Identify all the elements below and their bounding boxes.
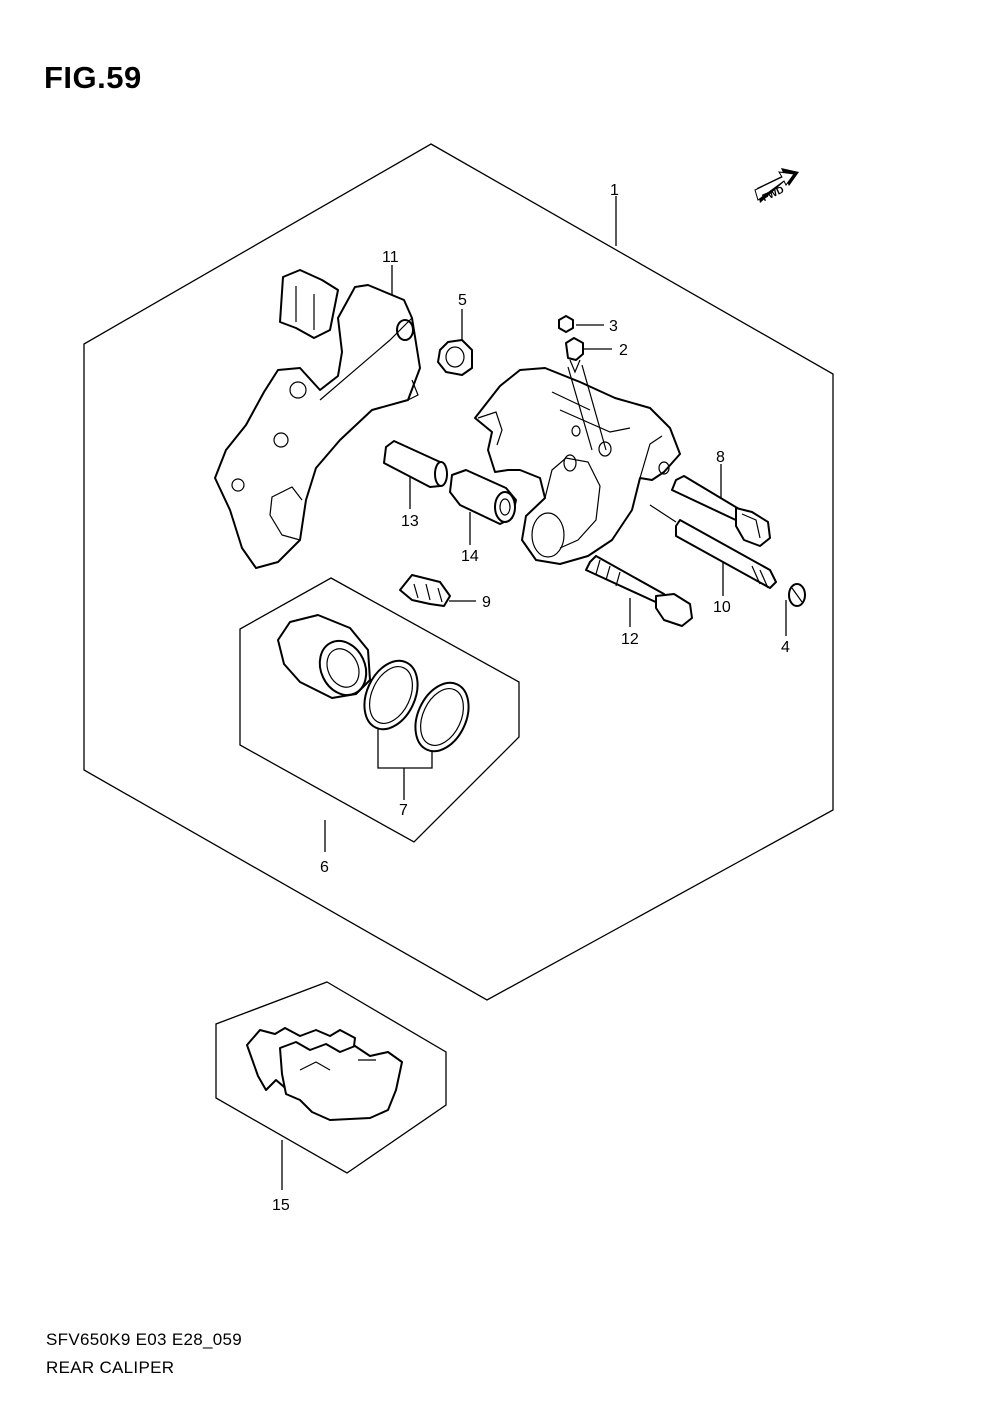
bleeder-valve bbox=[565, 337, 584, 374]
leader-lines bbox=[281, 196, 787, 1190]
brake-pads bbox=[246, 1027, 403, 1121]
pad-mounting-pin bbox=[649, 504, 777, 589]
callout-14: 14 bbox=[461, 548, 479, 565]
model-code: SFV650K9 E03 E28_059 bbox=[46, 1330, 242, 1349]
caliper-body bbox=[474, 364, 681, 565]
callout-13: 13 bbox=[401, 513, 419, 530]
callout-8: 8 bbox=[716, 449, 725, 466]
callout-6: 6 bbox=[320, 859, 329, 876]
pad-spring bbox=[399, 574, 451, 607]
bleeder-cap bbox=[558, 315, 574, 333]
seal-kit-outline bbox=[239, 577, 520, 843]
callout-7: 7 bbox=[399, 802, 408, 819]
callout-12: 12 bbox=[621, 631, 639, 648]
callout-1: 1 bbox=[610, 182, 619, 199]
bolt-12 bbox=[585, 555, 693, 627]
callout-10: 10 bbox=[713, 599, 731, 616]
figure-title: FIG.59 bbox=[44, 60, 142, 95]
assembly-outline bbox=[83, 143, 834, 1001]
fwd-arrow-icon: FWD bbox=[754, 168, 799, 204]
sleeve-boot bbox=[449, 469, 517, 525]
callout-11: 11 bbox=[382, 249, 399, 266]
callout-2: 2 bbox=[619, 342, 628, 359]
boot bbox=[437, 339, 473, 376]
pad-set-outline bbox=[215, 981, 447, 1174]
pin-plug bbox=[788, 583, 806, 607]
callout-9: 9 bbox=[482, 594, 491, 611]
seal-rings bbox=[363, 659, 470, 753]
bolt-8 bbox=[671, 475, 771, 547]
caliper-bracket bbox=[214, 269, 421, 569]
slide-pin bbox=[383, 440, 448, 488]
figure-caption: REAR CALIPER bbox=[46, 1358, 175, 1377]
callout-5: 5 bbox=[458, 292, 467, 309]
callout-15: 15 bbox=[272, 1197, 290, 1214]
callout-4: 4 bbox=[781, 639, 790, 656]
callout-3: 3 bbox=[609, 318, 618, 335]
callout-labels: 1 2 3 4 5 6 7 8 9 10 11 12 13 14 15 bbox=[272, 182, 790, 1214]
piston bbox=[277, 614, 371, 699]
